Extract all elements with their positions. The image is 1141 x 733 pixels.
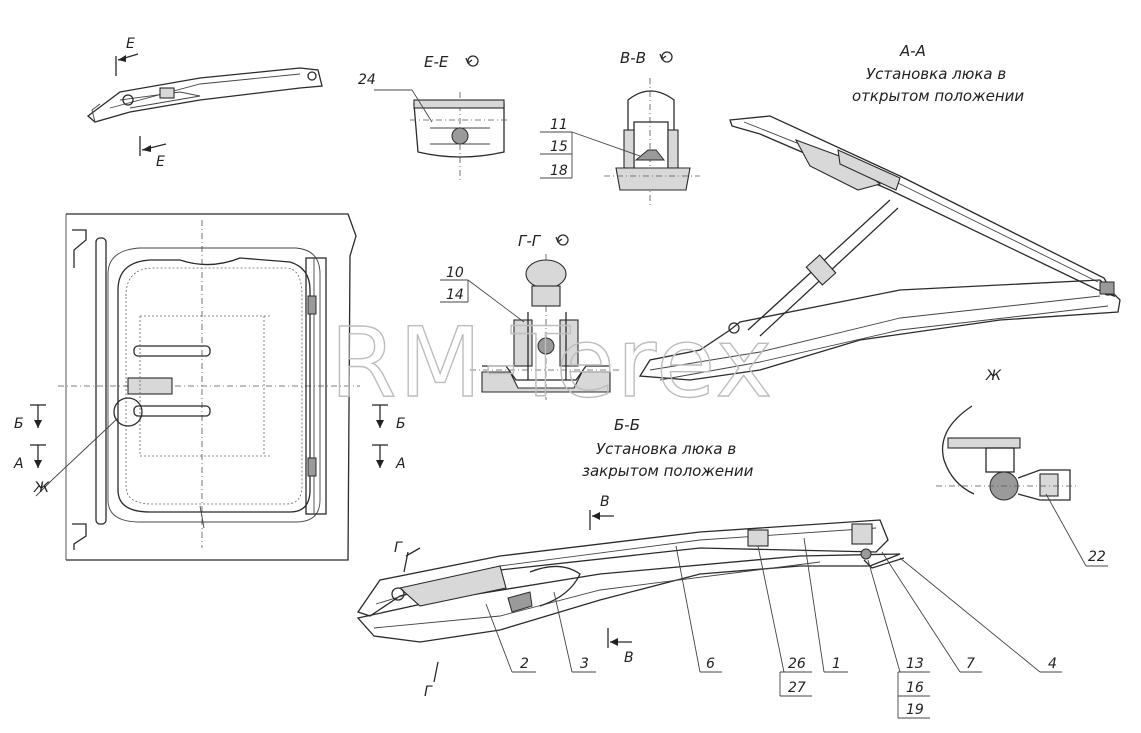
- leader-zh-plan-end: [35, 479, 53, 497]
- callout-7: 7: [966, 656, 975, 672]
- label-zh-plan: Ж: [33, 480, 50, 496]
- section-gg-detail: [470, 254, 620, 400]
- callout-11: 11: [550, 117, 568, 133]
- rotation-icon-gg: [557, 234, 569, 246]
- callout-14: 14: [446, 287, 464, 303]
- small-side-view: [86, 67, 323, 123]
- leader-24: [411, 89, 433, 123]
- rotation-icon-vv: [661, 51, 673, 63]
- title-section-aa: А-А: [899, 42, 926, 60]
- label-g-bottom: Г: [424, 684, 433, 700]
- cut-mark-g-top: [403, 547, 421, 573]
- callout-6: 6: [706, 656, 715, 672]
- label-a-left: А: [13, 456, 24, 472]
- plan-view: [58, 213, 360, 561]
- callout-22: 22: [1088, 549, 1106, 565]
- title-section-gg: Г-Г: [518, 232, 542, 250]
- title-section-bb-line1: Установка люка в: [596, 440, 736, 458]
- callout-27: 27: [788, 680, 806, 696]
- rotation-arrow-ee: [465, 57, 473, 65]
- callout-18: 18: [550, 163, 568, 179]
- label-b-left: Б: [14, 416, 24, 432]
- callout-13: 13: [906, 656, 924, 672]
- leader-10: [467, 279, 525, 323]
- rotation-arrow-gg: [555, 236, 563, 244]
- cut-mark-g-bottom: [433, 661, 439, 683]
- callout-16: 16: [906, 680, 924, 696]
- cut-mark-v-top: [589, 510, 614, 530]
- leader-zh-plan: [51, 417, 119, 481]
- label-a-right: А: [395, 456, 406, 472]
- callout-3: 3: [580, 656, 589, 672]
- section-vv-detail: [604, 78, 700, 208]
- label-e-bottom: Е: [156, 154, 165, 170]
- cut-mark-b-left: [30, 404, 46, 428]
- title-section-bb-line2: закрытом положении: [582, 462, 754, 480]
- rotation-icon-ee: [467, 55, 479, 67]
- title-section-bb: Б-Б: [614, 416, 640, 434]
- cut-mark-a-left: [30, 444, 46, 468]
- label-v-top: В: [600, 494, 610, 510]
- title-section-ee: Е-Е: [424, 53, 449, 71]
- callout-2: 2: [520, 656, 529, 672]
- leader-22: [1045, 493, 1087, 567]
- rotation-arrow-vv: [659, 53, 667, 61]
- title-section-vv: В-В: [620, 49, 646, 67]
- callout-24: 24: [358, 72, 376, 88]
- view-zh-detail: [936, 405, 1076, 501]
- callout-1: 1: [832, 656, 841, 672]
- watermark-text: RM-Terex: [330, 307, 774, 419]
- cut-mark-b-right: [372, 404, 388, 428]
- leader-11: [571, 131, 641, 157]
- section-ee-detail: [410, 92, 510, 182]
- cut-mark-a-right: [372, 444, 388, 468]
- cut-mark-e-top: [115, 53, 139, 76]
- bottom-leaders: [485, 537, 1062, 719]
- callout-19: 19: [906, 702, 924, 718]
- label-e-top: Е: [126, 36, 135, 52]
- section-aa-open-hatch: [638, 115, 1121, 381]
- cut-mark-e-bottom: [139, 136, 167, 156]
- callout-4: 4: [1048, 656, 1057, 672]
- label-g-top: Г: [394, 540, 403, 556]
- title-section-aa-line1: Установка люка в: [866, 65, 1006, 83]
- callout-26: 26: [788, 656, 806, 672]
- callout-10: 10: [446, 265, 464, 281]
- cut-mark-v-bottom: [607, 628, 632, 648]
- title-view-zh: Ж: [985, 368, 1002, 384]
- section-bb-closed-hatch: [356, 519, 905, 643]
- label-v-bottom: В: [624, 650, 634, 666]
- callout-15: 15: [550, 139, 568, 155]
- label-b-right: Б: [396, 416, 406, 432]
- title-section-aa-line2: открытом положении: [852, 87, 1024, 105]
